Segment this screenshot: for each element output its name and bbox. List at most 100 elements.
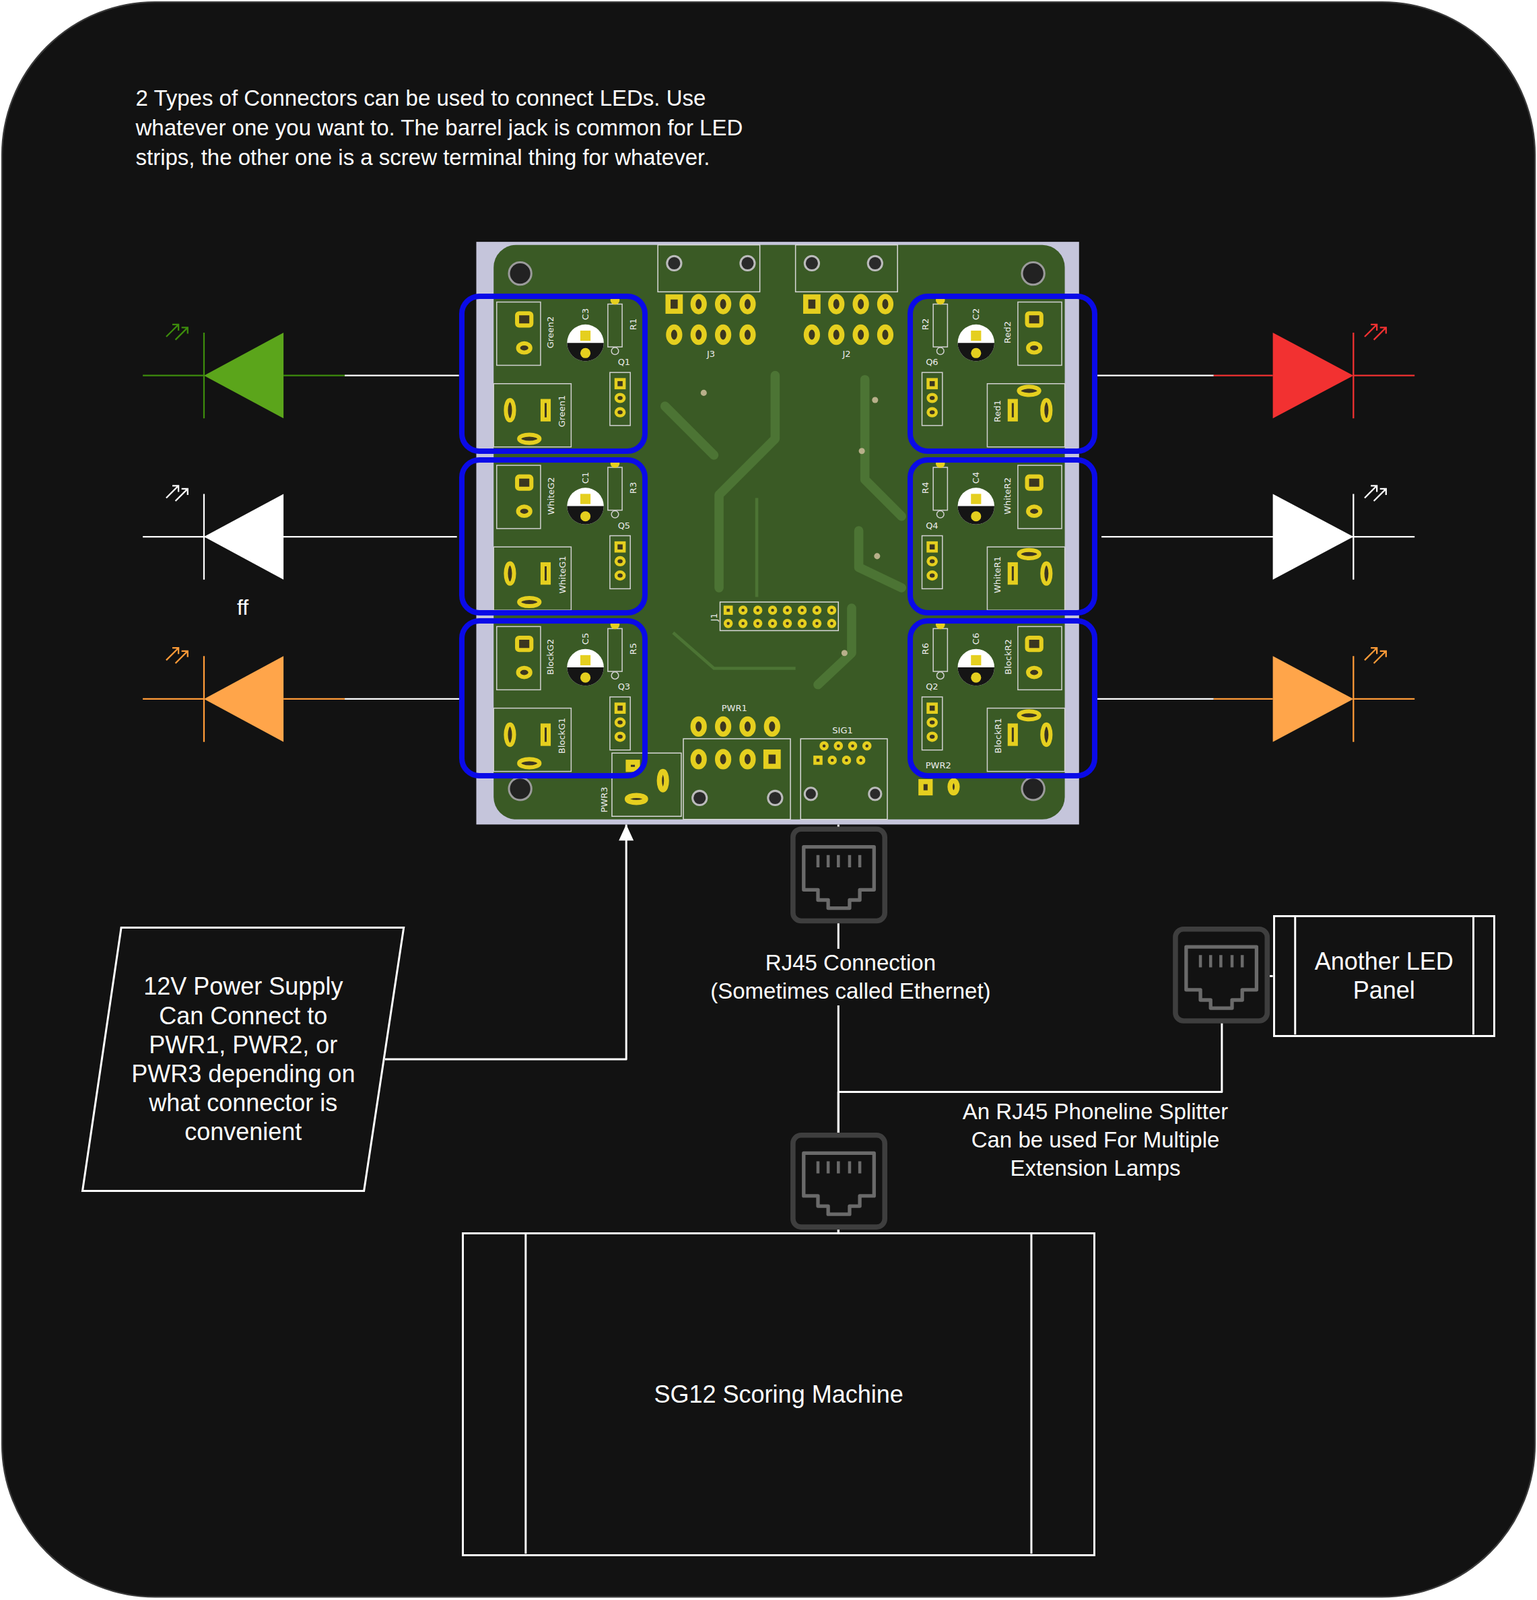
node-text: 12V Power Supply Can Connect to PWR1, PW… <box>118 971 368 1146</box>
device-box: Another LED Panel <box>1273 914 1496 1037</box>
pad <box>741 327 754 343</box>
via <box>841 649 848 656</box>
pad <box>784 607 791 614</box>
led-light-arrows <box>1364 485 1387 501</box>
pad <box>717 751 730 767</box>
frame-divider <box>1030 1234 1033 1554</box>
pad <box>717 296 730 312</box>
led-wire <box>142 332 345 419</box>
arrowhead <box>618 824 634 841</box>
silkscreen-label: BlockR2 <box>1003 639 1012 675</box>
device-box: SG12 Scoring Machine <box>461 1232 1096 1556</box>
led-light-arrows <box>166 485 188 501</box>
connector <box>385 824 634 1060</box>
silkscreen-label: R2 <box>920 318 930 330</box>
connector-holes <box>667 255 883 805</box>
silkscreen-label: C4 <box>971 471 981 483</box>
led-wire <box>1213 655 1415 742</box>
silkscreen-label: BlockR1 <box>993 717 1002 753</box>
frame-divider <box>525 1234 528 1554</box>
hole <box>869 787 882 800</box>
silkscreen-label: Red1 <box>993 399 1002 423</box>
led-light-arrows <box>1364 324 1387 340</box>
silkscreen-label: Q3 <box>618 681 631 691</box>
silkscreen-label: PWR3 <box>599 787 608 813</box>
pcb-trace <box>665 375 902 685</box>
silkscreen-label: BlockG2 <box>545 638 555 676</box>
channel-parts <box>921 620 1065 772</box>
connector-outline <box>657 245 760 293</box>
hole <box>867 255 882 270</box>
node-text: SG12 Scoring Machine <box>654 1379 904 1409</box>
via <box>871 396 878 403</box>
edge-label: RJ45 Connection (Sometimes called Ethern… <box>704 948 997 1006</box>
silkscreen-label: WhiteG2 <box>546 476 556 515</box>
parallelogram-box: 12V Power Supply Can Connect to PWR1, PW… <box>81 926 405 1192</box>
pad <box>813 607 821 614</box>
rj45-icon <box>793 1135 885 1227</box>
pad <box>849 742 856 749</box>
led-light-arrows <box>1364 647 1387 664</box>
led-wire <box>1097 698 1214 700</box>
pad <box>799 607 806 614</box>
silkscreen-label: J2 <box>842 349 851 359</box>
pad <box>692 751 705 767</box>
pad <box>659 771 667 790</box>
pad <box>741 296 754 312</box>
led-wire <box>344 374 460 376</box>
highlight-box: R2C2Red2Q6Red1 <box>907 293 1098 454</box>
connector-outline <box>683 738 791 820</box>
connector-outline <box>800 738 888 820</box>
note-text: 2 Types of Connectors can be used to con… <box>135 83 750 173</box>
mounting-hole <box>508 777 532 800</box>
highlight-box: R4C4WhiteR2Q4WhiteR1 <box>907 457 1098 616</box>
pad <box>949 780 958 793</box>
highlight-box: Green2C3R1Q1Green1 <box>459 293 648 454</box>
silkscreen-label: Red2 <box>1003 321 1012 344</box>
pad <box>806 327 818 343</box>
parallelogram-outline <box>81 926 405 1192</box>
pad <box>830 327 843 343</box>
led-wire <box>344 698 462 700</box>
pad <box>717 719 730 735</box>
pad <box>805 296 818 312</box>
silkscreen-label: Green1 <box>557 395 567 428</box>
pad <box>692 719 705 735</box>
orange-led <box>142 647 462 742</box>
led-symbol <box>1273 493 1354 579</box>
led-wire <box>1213 332 1415 419</box>
led-symbol <box>1273 332 1354 419</box>
led-wire <box>1101 493 1415 579</box>
pad <box>879 327 892 343</box>
pad <box>829 756 836 763</box>
highlight-box: WhiteG2C1R3Q5WhiteG1 <box>459 457 648 616</box>
device-frame <box>1275 916 1494 1035</box>
pcb <box>475 241 1079 825</box>
orange-led <box>1097 647 1415 742</box>
led-light-arrows <box>166 324 188 340</box>
parallelogram-shape <box>82 927 404 1191</box>
silkscreen-label: Q4 <box>925 521 939 530</box>
pad <box>692 296 705 312</box>
silkscreen-label: WhiteR2 <box>1003 477 1012 515</box>
silkscreen-label: R1 <box>628 318 638 330</box>
pad <box>879 296 892 312</box>
highlight-box: R6C6BlockR2Q2BlockR1PWR2 <box>907 618 1098 779</box>
led-symbol <box>203 493 284 579</box>
pcb-frame <box>475 241 1079 825</box>
pcb-trace <box>673 497 796 668</box>
rj45-icon <box>1175 929 1268 1021</box>
pad <box>784 620 791 627</box>
silkscreen-label: R6 <box>920 642 930 655</box>
via <box>859 447 866 454</box>
led-wire <box>142 493 458 579</box>
pad <box>741 719 754 735</box>
pad <box>692 327 705 343</box>
label-text: ff <box>236 594 249 621</box>
highlight-box: BlockG2C5R5Q3BlockG1 <box>459 618 648 779</box>
pad <box>739 607 746 614</box>
pad <box>725 620 732 627</box>
pad <box>754 620 761 627</box>
rj45-icon <box>793 828 885 921</box>
